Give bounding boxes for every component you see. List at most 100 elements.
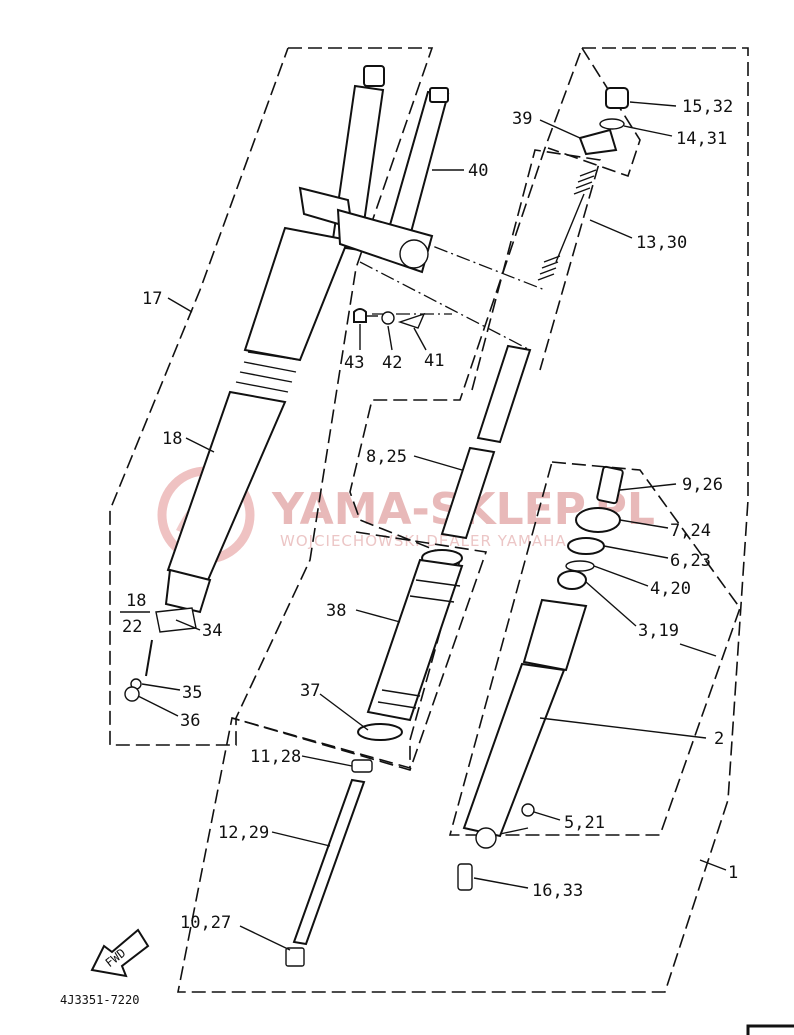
leader-11-28 (301, 755, 353, 767)
group-2-outline (448, 461, 741, 836)
callout-12-29: 12,29 (218, 823, 269, 843)
outer-tube-top (522, 598, 588, 672)
leader-2-b (679, 643, 717, 657)
spring-coils-top (573, 169, 597, 195)
steering-stem-top (429, 87, 449, 103)
rebound-spring-10-27 (285, 947, 305, 967)
clip-41 (397, 312, 426, 329)
callout-14-31: 14,31 (676, 129, 727, 149)
group-cap-outline (547, 47, 641, 178)
group-outer-1-outline (177, 47, 749, 993)
callout-4-20: 4,20 (650, 579, 691, 599)
assembly-line-bracket-spring (411, 237, 546, 291)
damper-rod-group (285, 759, 373, 967)
callout-labels: 17 18 18 22 34 35 36 40 43 42 41 39 15,3… (120, 97, 738, 933)
washer-42 (381, 311, 395, 325)
fwd-arrow-icon (90, 928, 150, 978)
leader-9-26 (619, 483, 677, 491)
leader-6-23 (603, 545, 669, 559)
leader-3-19 (585, 581, 637, 627)
leader-34 (175, 619, 201, 631)
callout-1: 1 (728, 863, 738, 883)
fwd-direction-indicator: FWD (90, 928, 150, 978)
callout-18-secondary: 18 (126, 591, 146, 611)
cap-bolt-15-32 (605, 87, 629, 109)
group-38-outline (231, 531, 488, 771)
outer-tube-body (462, 662, 566, 838)
outer-tube-2 (457, 598, 588, 891)
callout-39: 39 (512, 109, 532, 129)
bolt-set (353, 308, 426, 329)
callout-36: 36 (180, 711, 200, 731)
leader-14-31 (623, 125, 673, 137)
callout-11-28: 11,28 (250, 747, 301, 767)
callout-22: 22 (122, 617, 142, 637)
inner-tube-upper (476, 344, 532, 444)
seal-stack (557, 465, 624, 590)
drain-bolt-5-21 (521, 803, 535, 817)
leader-17 (167, 297, 193, 313)
callout-35: 35 (182, 683, 202, 703)
part-code: 4J3351-7220 (60, 993, 139, 1007)
cap-assembly (578, 87, 629, 156)
leader-13-30 (589, 219, 633, 239)
callout-41: 41 (424, 351, 444, 371)
piston-ring-11-28 (351, 759, 373, 773)
dust-boot-38 (357, 549, 464, 741)
leader-5-21 (533, 811, 561, 821)
cap-holder-39 (578, 128, 618, 156)
left-tube-body (243, 226, 350, 362)
steering-stem-tube (386, 90, 450, 238)
leader-37 (319, 693, 369, 731)
leader-36 (137, 695, 179, 717)
left-fork-assembly-17 (164, 65, 385, 614)
oil-seal-clip-6-23 (567, 537, 605, 555)
fork-bracket-40 (336, 87, 450, 274)
left-fork-cap (363, 65, 385, 87)
bolt-43 (353, 308, 367, 323)
callout-6-23: 6,23 (670, 551, 711, 571)
left-axle-holder (164, 568, 212, 614)
collar-9-26 (596, 465, 624, 505)
leader-1 (699, 859, 727, 871)
spring-coils-bottom (537, 255, 561, 281)
callout-3-19: 3,19 (638, 621, 679, 641)
leader-18 (185, 437, 215, 453)
fork-spring-13-30 (537, 169, 597, 281)
corner-mark-icon (746, 1024, 794, 1035)
bushing-3-19 (557, 570, 587, 590)
bracket-boss (399, 239, 429, 269)
left-dust-boot-ridges (235, 351, 301, 393)
leader-39 (539, 119, 581, 139)
o-ring-14-31 (599, 118, 625, 130)
outer-tube-axle-hole (475, 827, 497, 849)
dust-seal-7-24 (575, 507, 621, 533)
callout-13-30: 13,30 (636, 233, 687, 253)
callout-2: 2 (714, 729, 724, 749)
callout-18: 18 (162, 429, 182, 449)
callout-9-26: 9,26 (682, 475, 723, 495)
leader-15-32 (629, 101, 677, 107)
dust-boot-folds (377, 579, 461, 709)
callout-38: 38 (326, 601, 346, 621)
callout-15-32: 15,32 (682, 97, 733, 117)
callout-42: 42 (382, 353, 402, 373)
watermark-subtitle: WOJCIECHOWSKI DEALER YAMAHA (280, 532, 567, 550)
boot-clamp-37 (357, 723, 403, 741)
callout-7-24: 7,24 (670, 521, 711, 541)
leader-12-29 (271, 831, 331, 847)
group-outlines (109, 47, 749, 993)
damper-rod-12-29 (292, 778, 366, 946)
leader-38 (355, 609, 401, 623)
inner-tube-8-25 (440, 344, 532, 540)
leader-4-20 (593, 565, 649, 587)
leader-2-a (539, 717, 707, 739)
nut-36 (124, 686, 140, 702)
assembly-line-bracket-tube (359, 261, 531, 351)
leader-35 (141, 683, 181, 691)
callout-40: 40 (468, 161, 488, 181)
seal-ring-4-20 (565, 560, 595, 572)
callout-16-33: 16,33 (532, 881, 583, 901)
group-17-outline (109, 47, 434, 746)
